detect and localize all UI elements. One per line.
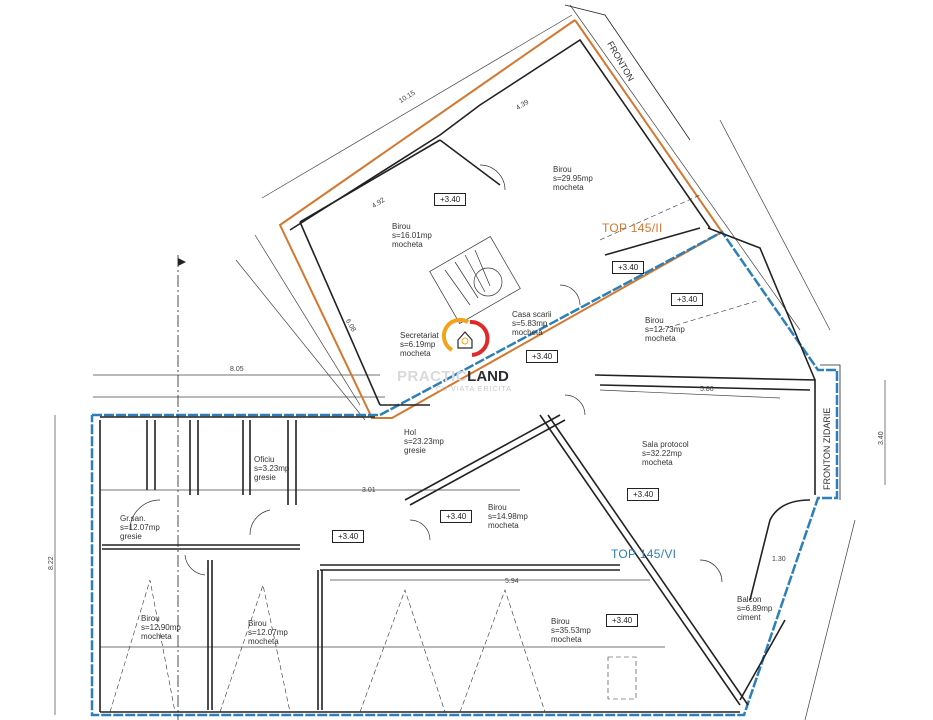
dim-sala-width: 5.86 bbox=[700, 386, 714, 393]
room-name: Birou bbox=[551, 617, 570, 626]
level-mark: +3.40 bbox=[612, 261, 645, 274]
room-area: s=6.19mp bbox=[400, 340, 436, 349]
watermark-tagline: CU VIATA ERICITA bbox=[436, 386, 512, 393]
level-mark: +3.40 bbox=[606, 614, 639, 627]
room-area: s=14.98mp bbox=[488, 512, 528, 521]
door-swings bbox=[129, 164, 723, 583]
level-mark: +3.40 bbox=[332, 530, 365, 543]
lot-boundary-top-145-vi bbox=[90, 230, 839, 717]
room-area: s=12.90mp bbox=[141, 623, 181, 632]
level-mark: +3.40 bbox=[434, 193, 467, 206]
room-name: Birou bbox=[488, 503, 507, 512]
watermark-brand-light: PRACTIC bbox=[397, 368, 468, 385]
room-name: Birou bbox=[645, 316, 664, 325]
room-name: Oficiu bbox=[254, 455, 275, 464]
room-name: Birou bbox=[248, 619, 267, 628]
room-birou-14-98: Birou s=14.98mp mocheta bbox=[488, 503, 528, 530]
room-name: Sala protocol bbox=[642, 440, 689, 449]
walls bbox=[99, 38, 816, 713]
room-finish: ciment bbox=[737, 613, 761, 622]
room-sala-protocol: Sala protocol s=32.22mp mocheta bbox=[642, 440, 689, 467]
room-finish: mocheta bbox=[392, 240, 423, 249]
room-area: s=23.23mp bbox=[404, 437, 444, 446]
room-finish: mocheta bbox=[645, 334, 676, 343]
room-oficiu: Oficiu s=3.23mp gresie bbox=[254, 455, 289, 482]
room-area: s=32.22mp bbox=[642, 449, 682, 458]
level-mark: +3.40 bbox=[627, 488, 660, 501]
room-birou-12-07: Birou s=12.07mp mocheta bbox=[248, 619, 288, 646]
room-finish: mocheta bbox=[141, 632, 172, 641]
room-name: Hol bbox=[404, 428, 417, 437]
room-finish: gresie bbox=[254, 473, 276, 482]
room-finish: mocheta bbox=[551, 635, 582, 644]
dim-horizontal-overall: 8.05 bbox=[230, 366, 244, 373]
room-name: Birou bbox=[141, 614, 160, 623]
room-area: s=16.01mp bbox=[392, 231, 432, 240]
lot-label-top-145-ii: TOP 145/II bbox=[602, 221, 663, 235]
level-mark: +3.40 bbox=[526, 350, 559, 363]
dim-left-vertical: 8.22 bbox=[48, 556, 55, 570]
section-marker bbox=[177, 255, 186, 720]
dimension-lines bbox=[54, 4, 886, 720]
room-area: s=29.95mp bbox=[553, 174, 593, 183]
room-name: Casa scarii bbox=[512, 310, 552, 319]
window-cones bbox=[109, 194, 761, 713]
room-name: Birou bbox=[553, 165, 572, 174]
room-finish: mocheta bbox=[400, 349, 431, 358]
fronton-zidarie-label: FRONTON ZIDARIE bbox=[822, 407, 832, 490]
lot-label-top-145-vi: TOP 145/VI bbox=[611, 547, 677, 561]
room-hol: Hol s=23.23mp gresie bbox=[404, 428, 444, 455]
level-mark: +3.40 bbox=[671, 293, 704, 306]
room-area: s=12.73mp bbox=[645, 325, 685, 334]
level-mark: +3.40 bbox=[440, 510, 473, 523]
room-finish: gresie bbox=[404, 446, 426, 455]
fronton-strip bbox=[564, 4, 841, 500]
room-birou-35-53: Birou s=35.53mp mocheta bbox=[551, 617, 591, 644]
room-secretariat: Secretariat s=6.19mp mocheta bbox=[400, 331, 439, 358]
room-birou-16-01: Birou s=16.01mp mocheta bbox=[392, 222, 432, 249]
practicland-logo-icon bbox=[441, 317, 490, 357]
room-area: s=35.53mp bbox=[551, 626, 591, 635]
room-name: Balcon bbox=[737, 595, 762, 604]
room-name: Birou bbox=[392, 222, 411, 231]
lot-boundary-top-145-ii bbox=[278, 19, 724, 419]
room-birou-29-95: Birou s=29.95mp mocheta bbox=[553, 165, 593, 192]
room-area: s=5.83mp bbox=[512, 319, 548, 328]
room-finish: mocheta bbox=[512, 328, 543, 337]
room-balcon: Balcon s=6.89mp ciment bbox=[737, 595, 772, 622]
room-area: s=3.23mp bbox=[254, 464, 290, 473]
room-finish: mocheta bbox=[553, 183, 584, 192]
room-area: s=6.89mp bbox=[737, 604, 773, 613]
dim-misc: 3.01 bbox=[362, 487, 376, 494]
room-area: s=12.07mp bbox=[248, 628, 288, 637]
room-finish: mocheta bbox=[248, 637, 279, 646]
room-area: s=12.07mp bbox=[120, 523, 160, 532]
room-finish: gresie bbox=[120, 532, 142, 541]
staircase bbox=[429, 236, 521, 324]
dim-balcon-depth: 1.30 bbox=[772, 556, 786, 563]
dim-right-vertical: 3.40 bbox=[878, 431, 885, 445]
room-finish: mocheta bbox=[488, 521, 519, 530]
room-grupul-sanitar: Gr.san. s=12.07mp gresie bbox=[120, 514, 160, 541]
room-name: Secretariat bbox=[400, 331, 439, 340]
dim-birou-bottom: 5.94 bbox=[505, 578, 519, 585]
room-name: Gr.san. bbox=[120, 514, 146, 523]
room-finish: mocheta bbox=[642, 458, 673, 467]
room-birou-12-90: Birou s=12.90mp mocheta bbox=[141, 614, 181, 641]
watermark-brand-dark: LAND bbox=[467, 368, 509, 385]
room-birou-12-73: Birou s=12.73mp mocheta bbox=[645, 316, 685, 343]
room-casa-scarii: Casa scarii s=5.83mp mocheta bbox=[512, 310, 552, 337]
watermark: PRACTICLAND bbox=[397, 368, 509, 386]
